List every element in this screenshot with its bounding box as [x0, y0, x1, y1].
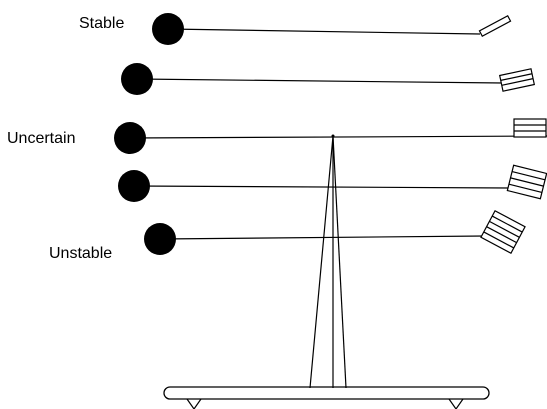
stand-leg-right: [332, 135, 347, 389]
left-foot: [186, 398, 202, 409]
base-plate: [163, 386, 490, 400]
ball-weight-3: [114, 122, 146, 154]
counterweights: [478, 15, 547, 255]
pivot: [331, 134, 335, 138]
stand-leg-left: [309, 135, 334, 389]
support-stand: [309, 135, 347, 389]
ball-weight-1: [152, 13, 184, 45]
counterweight-5: [480, 209, 526, 255]
arms: [129, 28, 547, 240]
label-unstable: Unstable: [49, 245, 112, 262]
arm-5: [159, 235, 486, 240]
ball-weights: [114, 13, 184, 255]
ball-weight-2: [121, 63, 153, 95]
right-foot: [448, 398, 464, 409]
counterweight-2: [498, 68, 536, 92]
arm-4: [133, 185, 513, 189]
base: [163, 386, 490, 409]
ball-weight-5: [144, 223, 176, 255]
counterweight-3: [513, 118, 547, 138]
arm-2: [136, 78, 504, 84]
arm-1: [167, 28, 481, 35]
label-stable: Stable: [79, 15, 124, 32]
counterweight-4: [506, 164, 547, 200]
ball-weight-4: [118, 170, 150, 202]
counterweight-1: [478, 15, 512, 37]
arm-3: [129, 135, 547, 139]
label-uncertain: Uncertain: [7, 130, 75, 147]
